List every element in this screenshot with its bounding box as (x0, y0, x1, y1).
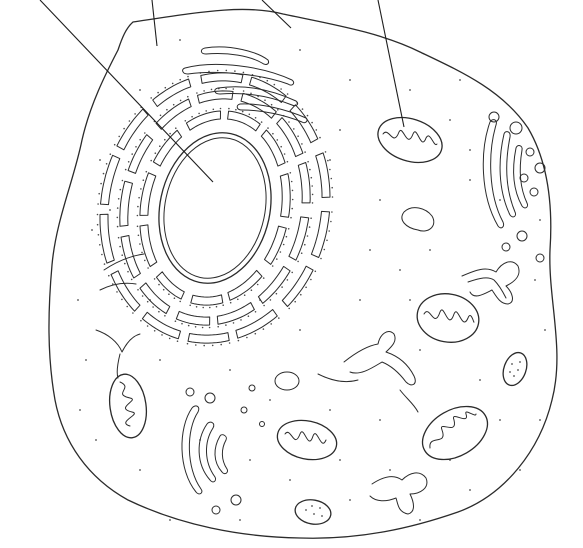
mitochondrion-5 (413, 396, 497, 471)
lysosome-2 (293, 497, 333, 527)
smooth-endoplasmic-reticulum (96, 254, 519, 514)
vesicles (241, 208, 434, 427)
mitochondrion-3 (106, 372, 151, 440)
mitochondrion-2 (413, 289, 482, 347)
mitochondrion-1 (372, 110, 448, 170)
lysosome-1 (499, 349, 531, 388)
golgi-apparatus-right (483, 112, 545, 262)
golgi-apparatus-top (183, 47, 307, 123)
leader-line-nucleus (40, 0, 213, 182)
leader-line-cytoplasm (152, 0, 157, 46)
leader-line-membrane (262, 0, 291, 28)
leader-line-mitochondrion (378, 0, 404, 127)
nuclear-envelope (151, 128, 278, 288)
mitochondrion-4 (274, 415, 341, 465)
golgi-apparatus-bottom (182, 388, 241, 514)
nucleus (145, 122, 284, 294)
